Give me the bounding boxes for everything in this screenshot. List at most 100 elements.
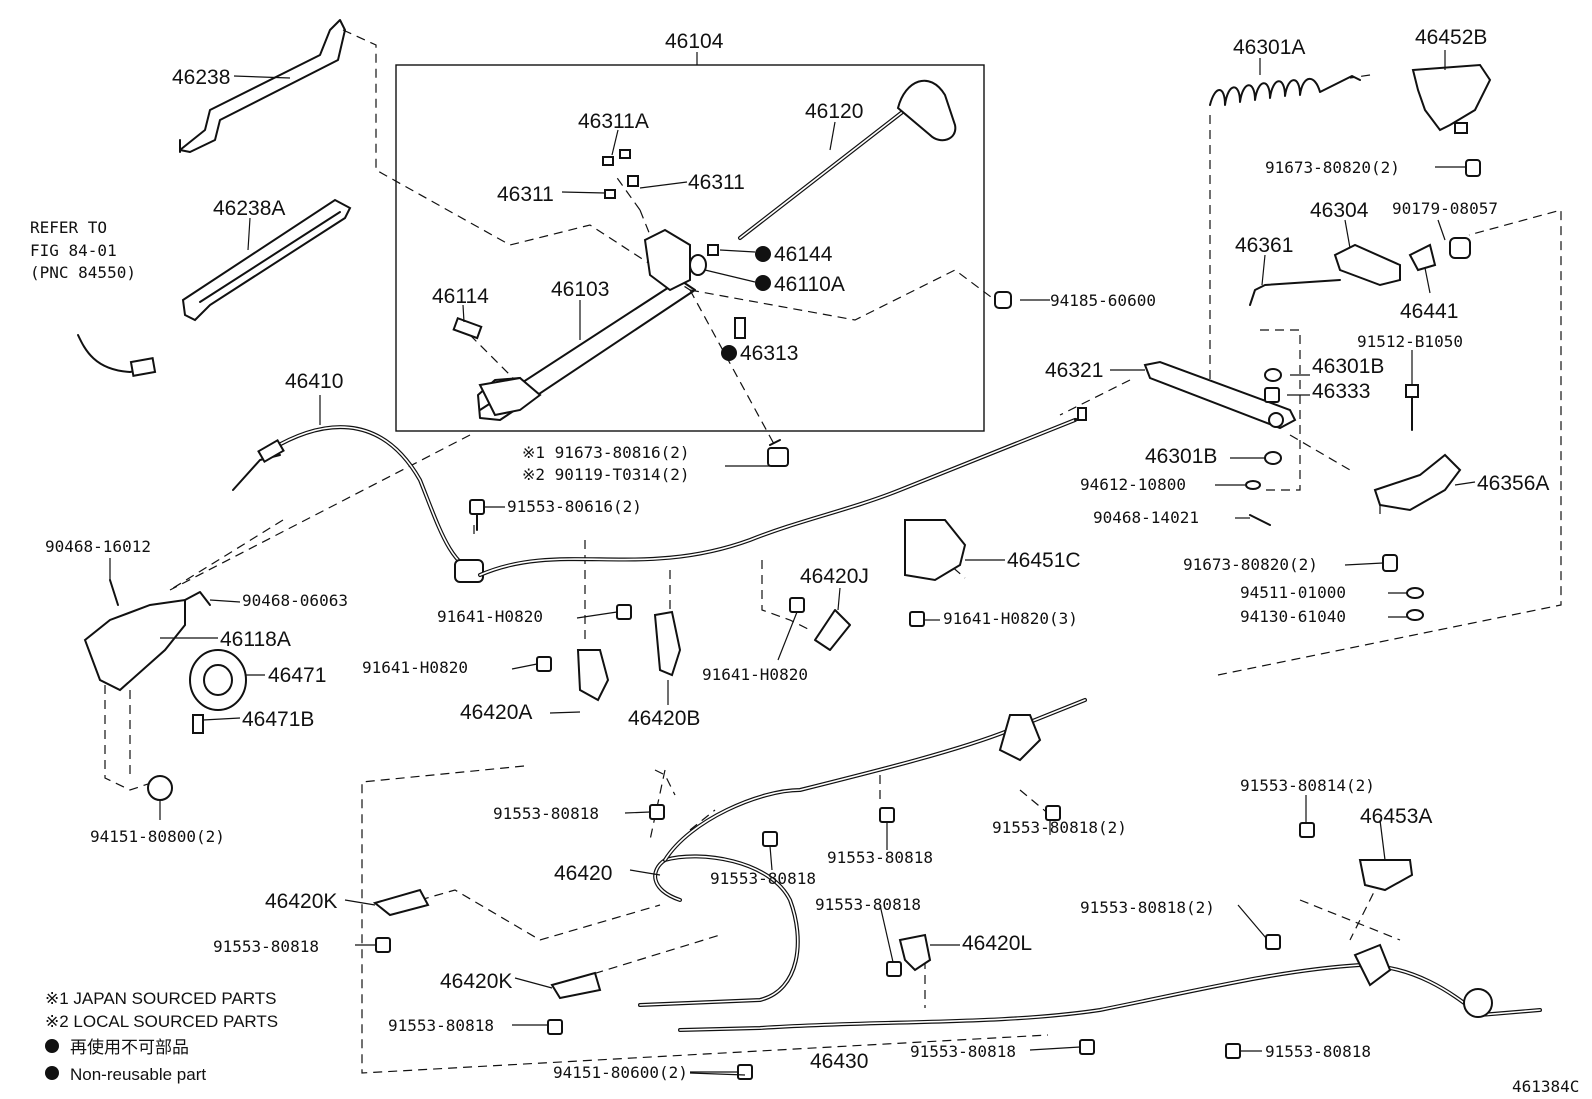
- label-91553-80818-c: 91553-80818: [827, 848, 933, 867]
- label-94185: 94185-60600: [1050, 291, 1156, 310]
- label-90468-16012: 90468-16012: [45, 537, 151, 556]
- part-46453A: [1358, 859, 1414, 892]
- label-46356A: 46356A: [1477, 472, 1549, 495]
- label-46311A: 46311A: [578, 110, 649, 133]
- part-46471B: [192, 714, 204, 734]
- label-46410: 46410: [285, 370, 343, 393]
- part-cable-to-46321: [478, 407, 1087, 577]
- reference-line-2: FIG 84-01: [30, 241, 117, 260]
- part-46420: [638, 698, 1087, 1007]
- assembly-46104-box: [395, 64, 985, 432]
- label-46313: 46313: [740, 342, 798, 365]
- label-91553-80818-b: 91553-80818: [710, 869, 816, 888]
- part-46120: [738, 79, 957, 240]
- label-90119: ※2 90119-T0314(2): [522, 465, 690, 484]
- part-90468-14021: [1249, 514, 1271, 526]
- legend-non-reusable-jp: 再使用不可部品: [70, 1037, 189, 1057]
- label-46430: 46430: [810, 1050, 868, 1073]
- label-94151-80600: 94151-80600(2): [553, 1063, 688, 1082]
- reference-line-3: (PNC 84550): [30, 263, 136, 282]
- label-91553-80616: 91553-80616(2): [507, 497, 642, 516]
- part-46452B: [1411, 63, 1492, 134]
- part-91673-80816: [767, 439, 789, 467]
- part-46361: [1249, 279, 1341, 306]
- part-46420B: [653, 610, 682, 677]
- label-91553-80814: 91553-80814(2): [1240, 776, 1375, 795]
- part-ref-84550-harness: [77, 334, 157, 377]
- diagram-id: 461384C: [1512, 1077, 1579, 1096]
- label-46471B: 46471B: [242, 708, 314, 731]
- part-91553-bolts-lower: [375, 804, 1315, 1080]
- part-46356A: [1373, 453, 1462, 512]
- label-94151-80800: 94151-80800(2): [90, 827, 225, 846]
- label-46118A: 46118A: [220, 628, 291, 651]
- part-46311A-springs: [602, 149, 631, 166]
- label-46301B-bot: 46301B: [1145, 445, 1217, 468]
- part-46301A: [1209, 75, 1361, 106]
- labels: 46104 46238 46238A 46311A 46120 46311 46…: [30, 26, 1579, 1096]
- label-91512: 91512-B1050: [1357, 332, 1463, 351]
- part-46420L: [898, 933, 932, 972]
- part-46118A: [83, 598, 186, 692]
- part-46321: [1143, 360, 1297, 430]
- label-46321: 46321: [1045, 359, 1103, 382]
- label-46471: 46471: [268, 664, 326, 687]
- part-94185: [994, 291, 1012, 309]
- label-91553-80818-d: 91553-80818(2): [992, 818, 1127, 837]
- label-91553-80818-e: 91553-80818: [213, 937, 319, 956]
- label-46420J: 46420J: [800, 565, 869, 588]
- part-46420A: [576, 649, 610, 702]
- part-46238A: [181, 198, 352, 322]
- part-46304: [1333, 243, 1401, 287]
- part-46430: [678, 943, 1542, 1032]
- label-91641-b: 91641-H0820: [362, 658, 468, 677]
- reference-line-1: REFER TO: [30, 218, 107, 237]
- part-46313: [734, 317, 746, 339]
- part-90468-clips: [109, 579, 211, 606]
- label-46420K-b: 46420K: [440, 970, 512, 993]
- label-90468-14021: 90468-14021: [1093, 508, 1199, 527]
- non-reusable-dot-46144: [755, 246, 771, 262]
- label-46120: 46120: [805, 100, 863, 123]
- part-91512-B1050: [1405, 384, 1419, 431]
- label-46420A: 46420A: [460, 701, 532, 724]
- non-reusable-dot-46313: [721, 345, 737, 361]
- label-46311-right: 46311: [688, 171, 745, 194]
- label-91673-80820-bot: 91673-80820(2): [1183, 555, 1318, 574]
- label-90179: 90179-08057: [1392, 199, 1498, 218]
- part-94151-80800: [147, 775, 173, 801]
- label-94130: 94130-61040: [1240, 607, 1346, 626]
- legend-dot-en: [45, 1066, 59, 1080]
- part-46420K-b: [550, 971, 602, 1000]
- label-46441: 46441: [1400, 300, 1458, 323]
- label-91553-80818-j: 91553-80818: [1265, 1042, 1371, 1061]
- part-91673-80820-top: [1465, 159, 1481, 177]
- label-46104: 46104: [665, 30, 724, 53]
- part-94511-94130: [1406, 587, 1424, 621]
- label-91553-80818-f: 91553-80818: [815, 895, 921, 914]
- label-91553-80818-h: 91553-80818: [388, 1016, 494, 1035]
- label-46238A: 46238A: [213, 197, 285, 220]
- part-46238: [179, 19, 346, 153]
- legend-note2: ※2 LOCAL SOURCED PARTS: [45, 1012, 278, 1031]
- part-46311-pins: [604, 175, 639, 199]
- part-46441: [1408, 243, 1437, 272]
- label-91641-c: 91641-H0820: [702, 665, 808, 684]
- label-46301A: 46301A: [1233, 36, 1305, 59]
- label-46420L: 46420L: [962, 932, 1032, 955]
- part-46144-46110A: [689, 244, 719, 276]
- non-reusable-dot-46110A: [755, 275, 771, 291]
- part-46451C: [904, 519, 967, 582]
- part-91673-80820-bot: [1382, 554, 1398, 572]
- label-91641-a: 91641-H0820: [437, 607, 543, 626]
- label-46110A: 46110A: [774, 273, 845, 296]
- part-46301B-46333: [1245, 368, 1282, 490]
- label-46452B: 46452B: [1415, 26, 1487, 49]
- label-46420K-a: 46420K: [265, 890, 337, 913]
- legend-note1: ※1 JAPAN SOURCED PARTS: [45, 989, 277, 1008]
- label-91673-80820-top: 91673-80820(2): [1265, 158, 1400, 177]
- label-91641-d: 91641-H0820(3): [943, 609, 1078, 628]
- label-94612: 94612-10800: [1080, 475, 1186, 494]
- label-46304: 46304: [1310, 199, 1369, 222]
